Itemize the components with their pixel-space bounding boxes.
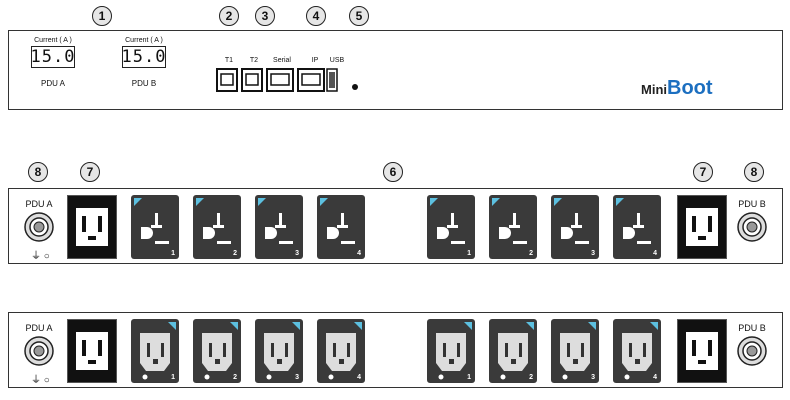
display-b-label: Current ( A ) — [125, 37, 163, 44]
outlet-number: 1 — [467, 374, 471, 381]
rear-panel-iec: PDU A ⏚ ○ 1 2 3 4 1 2 3 4 PDU B — [8, 312, 783, 388]
c13-outlet-b2[interactable]: 2 — [489, 319, 537, 383]
outlet-number: 4 — [653, 374, 657, 381]
outlet-number: 4 — [357, 374, 361, 381]
c13-outlet-b1[interactable]: 1 — [427, 319, 475, 383]
current-display-a: 15.0 — [30, 46, 76, 68]
t2-label: T2 — [249, 57, 259, 64]
nema-outlet-b4[interactable]: 4 — [613, 195, 661, 259]
callout-5: 5 — [349, 6, 369, 26]
outlet-number: 3 — [591, 374, 595, 381]
c13-outlet-a2[interactable]: 2 — [193, 319, 241, 383]
outlet-number: 1 — [467, 250, 471, 257]
nema-outlet-a4[interactable]: 4 — [317, 195, 365, 259]
c13-outlet-a1[interactable]: 1 — [131, 319, 179, 383]
nema-outlet-b3[interactable]: 3 — [551, 195, 599, 259]
pdu-a-label: PDU A — [25, 199, 53, 209]
pdu-a-breaker[interactable] — [23, 211, 55, 243]
t1-label: T1 — [224, 57, 234, 64]
pdu-b-label: PDU B — [738, 323, 766, 333]
outlet-number: 1 — [171, 250, 175, 257]
outlet-number: 4 — [357, 250, 361, 257]
outlet-number: 2 — [233, 250, 237, 257]
logo-mini-text: Mini — [641, 82, 667, 97]
outlet-number: 3 — [591, 250, 595, 257]
pdu-b-breaker[interactable] — [736, 211, 768, 243]
t2-port[interactable] — [241, 68, 263, 92]
c20-inlet-a[interactable] — [67, 319, 117, 383]
callout-7-right: 7 — [693, 162, 713, 182]
nema-outlet-a2[interactable]: 2 — [193, 195, 241, 259]
pdu-a-breaker[interactable] — [23, 335, 55, 367]
callout-3: 3 — [255, 6, 275, 26]
logo-boot-text: Boot — [667, 77, 713, 99]
front-ports — [216, 68, 358, 92]
miniboot-logo: MiniBoot — [641, 77, 713, 100]
c13-outlet-a4[interactable]: 4 — [317, 319, 365, 383]
callout-2: 2 — [219, 6, 239, 26]
t1-port[interactable] — [216, 68, 238, 92]
c20-inlet-b[interactable] — [677, 319, 727, 383]
outlet-number: 3 — [295, 374, 299, 381]
c13-outlet-a3[interactable]: 3 — [255, 319, 303, 383]
outlet-number: 2 — [233, 374, 237, 381]
display-a-label: Current ( A ) — [34, 37, 72, 44]
nema-outlet-a3[interactable]: 3 — [255, 195, 303, 259]
usb-port[interactable] — [326, 68, 338, 92]
usb-label: USB — [329, 57, 345, 64]
c13-outlet-b3[interactable]: 3 — [551, 319, 599, 383]
front-panel: Current ( A ) 15.0 PDU A Current ( A ) 1… — [8, 30, 783, 110]
outlet-number: 3 — [295, 250, 299, 257]
ground-symbol: ⏚ ○ — [31, 375, 50, 386]
ground-symbol: ⏚ ○ — [31, 251, 50, 262]
c20-inlet-b[interactable] — [677, 195, 727, 259]
pdu-a-label: PDU A — [25, 323, 53, 333]
status-led — [352, 84, 358, 90]
display-a-name: PDU A — [40, 79, 65, 88]
outlet-number: 2 — [529, 250, 533, 257]
outlet-number: 4 — [653, 250, 657, 257]
serial-label: Serial — [273, 57, 291, 64]
c20-inlet-a[interactable] — [67, 195, 117, 259]
display-b-name: PDU B — [131, 79, 157, 88]
callout-8-right: 8 — [744, 162, 764, 182]
nema-outlet-b2[interactable]: 2 — [489, 195, 537, 259]
outlet-number: 2 — [529, 374, 533, 381]
pdu-b-breaker[interactable] — [736, 335, 768, 367]
callout-6: 6 — [383, 162, 403, 182]
outlet-number: 1 — [171, 374, 175, 381]
callout-8-left: 8 — [28, 162, 48, 182]
ip-port[interactable] — [297, 68, 325, 92]
rear-panel-nema: PDU A ⏚ ○ 1 2 3 4 1 2 3 4 PDU B — [8, 188, 783, 264]
nema-outlet-a1[interactable]: 1 — [131, 195, 179, 259]
nema-outlet-b1[interactable]: 1 — [427, 195, 475, 259]
serial-port[interactable] — [266, 68, 294, 92]
current-display-b: 15.0 — [121, 46, 167, 68]
callout-4: 4 — [306, 6, 326, 26]
c13-outlet-b4[interactable]: 4 — [613, 319, 661, 383]
ip-label: IP — [311, 57, 319, 64]
callout-1: 1 — [92, 6, 112, 26]
callout-7-left: 7 — [80, 162, 100, 182]
pdu-b-label: PDU B — [738, 199, 766, 209]
